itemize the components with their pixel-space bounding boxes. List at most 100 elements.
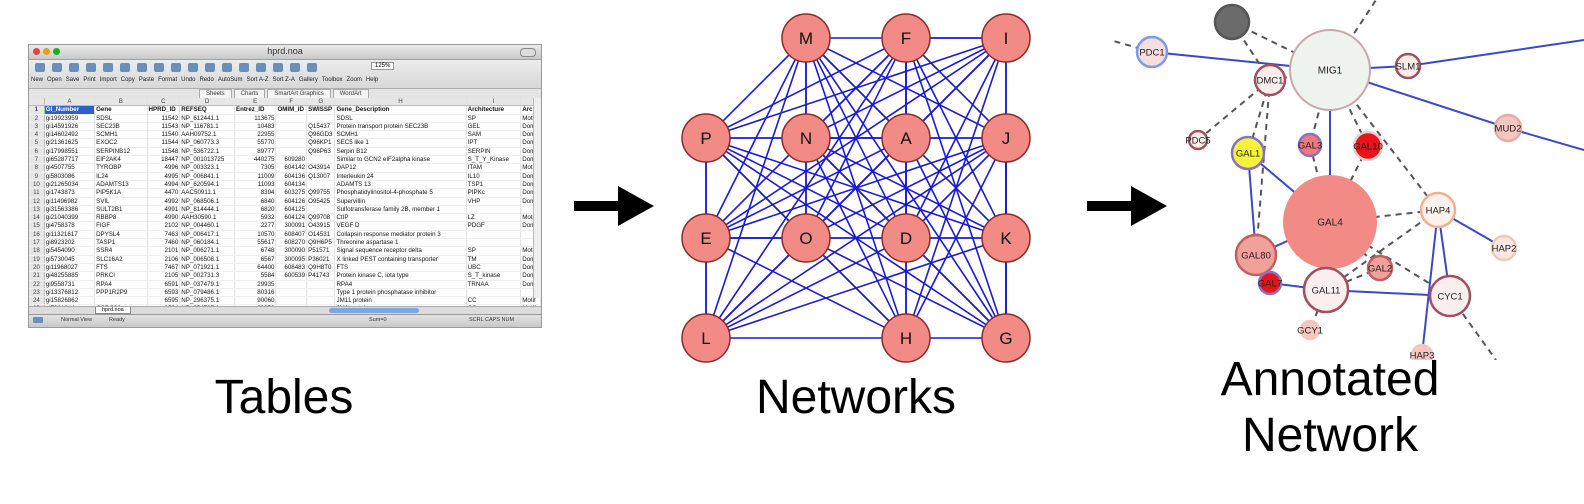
table-cell[interactable] <box>306 180 336 190</box>
table-cell[interactable]: 2101 <box>147 246 181 256</box>
network-node-circle[interactable] <box>881 213 931 263</box>
table-cell[interactable]: SERPIN <box>466 147 522 157</box>
table-cell[interactable]: SERPINB12 <box>94 147 148 157</box>
row-number[interactable]: 9 <box>29 172 45 181</box>
table-cell[interactable]: NP_060184.1 <box>179 238 235 248</box>
network-node[interactable]: E <box>681 213 731 263</box>
table-cell[interactable]: gi19923959 <box>44 114 96 123</box>
column-letter[interactable]: H <box>334 98 467 107</box>
toolbar-new-icon[interactable] <box>34 63 45 72</box>
table-cell[interactable]: 5584 <box>234 271 277 281</box>
row-number[interactable]: 12 <box>29 197 45 206</box>
table-cell[interactable]: gi5803086 <box>44 172 96 181</box>
table-cell[interactable]: ADAMTS 13 <box>334 180 467 190</box>
table-cell[interactable]: IL10 <box>466 172 522 181</box>
table-header-cell[interactable]: HPRD_ID <box>147 105 181 115</box>
column-letter[interactable]: I <box>466 98 522 107</box>
table-cell[interactable]: 604134 <box>275 180 308 190</box>
annotated-node[interactable]: SLM1 <box>1394 52 1422 80</box>
table-cell[interactable]: O43915 <box>306 221 336 231</box>
annotated-node-circle[interactable] <box>1297 132 1323 158</box>
table-cell[interactable]: NP_060773.3 <box>179 138 235 148</box>
table-cell[interactable]: ADAMTS13 <box>94 180 148 190</box>
table-cell[interactable]: SAM <box>466 130 522 140</box>
table-cell[interactable] <box>466 230 522 240</box>
table-cell[interactable]: Type 1 protein phosphatase inhibitor <box>334 288 467 298</box>
table-cell[interactable]: LZ <box>466 213 522 223</box>
table-cell[interactable] <box>306 114 336 123</box>
annotated-node[interactable]: GAL11 <box>1302 266 1350 314</box>
table-cell[interactable]: TSP1 <box>466 180 522 190</box>
table-cell[interactable]: O43914 <box>306 163 336 173</box>
network-node-circle[interactable] <box>681 313 731 363</box>
table-cell[interactable]: 300095 <box>275 255 308 264</box>
table-cell[interactable]: 113675 <box>234 114 277 123</box>
table-cell[interactable]: gi21040399 <box>44 213 96 223</box>
table-header-cell[interactable]: Entrez_ID <box>234 105 277 115</box>
toolbar-copy-icon[interactable] <box>119 63 130 72</box>
table-cell[interactable]: gi31563386 <box>44 205 96 215</box>
table-cell[interactable] <box>466 238 522 248</box>
toolbar-format-icon[interactable] <box>153 63 164 72</box>
table-cell[interactable]: 600539 <box>275 271 308 281</box>
table-cell[interactable]: NP_068506.1 <box>179 197 235 206</box>
annotated-node-circle[interactable] <box>1410 343 1434 360</box>
table-cell[interactable]: P41743 <box>306 271 336 281</box>
network-node-circle[interactable] <box>981 313 1031 363</box>
table-cell[interactable] <box>306 205 336 215</box>
table-cell[interactable]: Protein kinase C, iota type <box>334 271 467 281</box>
table-cell[interactable]: NP_814444.1 <box>179 205 235 215</box>
table-cell[interactable]: NP_079486.1 <box>179 288 235 298</box>
table-cell[interactable]: 5932 <box>234 213 277 223</box>
table-cell[interactable]: FTS <box>334 263 467 273</box>
annotated-node-circle[interactable] <box>1253 63 1287 97</box>
normal-view-icon[interactable] <box>33 317 43 323</box>
table-cell[interactable]: 604136 <box>275 172 308 181</box>
table-cell[interactable]: 4994 <box>147 180 181 190</box>
toolbar-import-icon[interactable] <box>102 63 113 72</box>
table-cell[interactable]: SCMH1 <box>334 130 467 140</box>
table-cell[interactable]: gi14602492 <box>44 130 96 140</box>
table-cell[interactable]: gi17998551 <box>44 147 96 157</box>
table-cell[interactable]: 7463 <box>147 230 181 240</box>
annotated-node-circle[interactable] <box>1234 233 1278 277</box>
table-cell[interactable] <box>466 205 522 215</box>
table-cell[interactable] <box>275 138 308 148</box>
annotated-node-circle[interactable] <box>1493 113 1523 143</box>
column-letter[interactable]: B <box>94 98 148 107</box>
network-node-circle[interactable] <box>781 113 831 163</box>
annotated-node-circle[interactable] <box>1490 234 1518 262</box>
table-cell[interactable]: SP <box>466 246 522 256</box>
row-number[interactable]: 5 <box>29 138 45 148</box>
table-cell[interactable]: AAH09752.1 <box>179 130 235 140</box>
table-header-cell[interactable]: SWISSP <box>306 105 336 115</box>
table-cell[interactable]: SP <box>466 114 522 123</box>
table-cell[interactable]: IPT <box>466 138 522 148</box>
network-node[interactable]: N <box>781 113 831 163</box>
table-cell[interactable]: 608483 <box>275 263 308 273</box>
table-cell[interactable]: Serpin B12 <box>334 147 467 157</box>
ribbon-tab[interactable]: SmartArt Graphics <box>267 89 331 98</box>
network-node[interactable]: D <box>881 213 931 263</box>
network-node-circle[interactable] <box>981 213 1031 263</box>
annotated-node[interactable]: PDC1 <box>1135 35 1169 69</box>
table-cell[interactable]: DAP12 <box>334 163 467 173</box>
table-cell[interactable]: ITAM <box>466 163 522 173</box>
ribbon-tab[interactable]: Sheets <box>199 89 232 98</box>
table-cell[interactable]: IL24 <box>94 172 148 181</box>
table-cell[interactable]: SVIL <box>94 197 148 206</box>
table-cell[interactable]: 7460 <box>147 238 181 248</box>
table-cell[interactable]: SULT2B1 <box>94 205 148 215</box>
table-cell[interactable]: 2277 <box>234 221 277 231</box>
annotated-node[interactable]: HAP2 <box>1490 234 1518 262</box>
table-cell[interactable]: GEL <box>466 122 522 132</box>
table-cell[interactable]: Q9H6P5 <box>306 238 336 248</box>
table-cell[interactable]: 300090 <box>275 246 308 256</box>
annotated-node[interactable]: HAP3 <box>1410 343 1435 360</box>
table-cell[interactable]: gi21265034 <box>44 180 96 190</box>
toolbar-redo-icon[interactable] <box>187 63 198 72</box>
table-cell[interactable]: NP_116781.1 <box>179 122 235 132</box>
toolbar-undo-icon[interactable] <box>170 63 181 72</box>
table-cell[interactable]: 300091 <box>275 221 308 231</box>
table-cell[interactable] <box>275 130 308 140</box>
